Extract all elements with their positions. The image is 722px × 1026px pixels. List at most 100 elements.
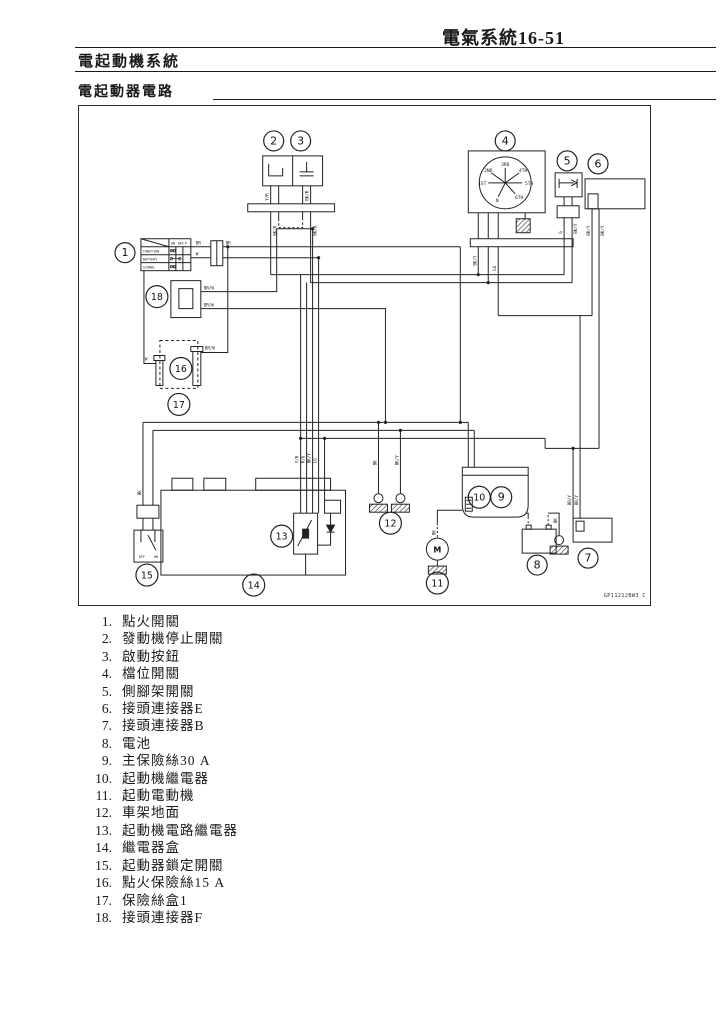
svg-text:16: 16 [175,364,187,375]
svg-text:7: 7 [585,552,592,565]
legend-item: 16.點火保險絲15 A [95,875,226,891]
svg-text:BATTERY: BATTERY [143,258,157,262]
svg-text:P: P [185,242,187,246]
svg-text:BK: BK [553,518,558,524]
legend-item: 11.起動電動機 [95,788,195,804]
svg-text:Y/R: Y/R [265,193,270,201]
side-stand-switch-box [554,172,583,198]
fuse-terminal [155,359,164,386]
ground-hatch [390,503,410,513]
legend-list: 1.點火開關 2.發動機停止開關 3.啟動按鈕 4.檔位開關 5.側腳架開關 6… [85,613,238,926]
relay-component [324,499,342,514]
svg-text:Y/R: Y/R [295,455,300,463]
svg-text:3: 3 [297,134,304,147]
legend-item: 18.接頭連接器F [95,909,204,925]
svg-text:BR/W: BR/W [204,286,215,291]
ground-hatch [368,503,388,513]
callout-4: 4 [494,130,516,152]
svg-text:4: 4 [502,134,509,147]
svg-text:BK/Y: BK/Y [574,495,579,506]
callout-2: 2 [263,130,285,152]
legend-item: 10.起動機繼電器 [95,770,209,786]
svg-text:R/G: R/G [301,455,306,463]
svg-text:BK/R: BK/R [305,190,310,201]
svg-text:ON: ON [171,242,175,246]
legend-item: 12.車架地面 [95,805,180,821]
svg-text:11: 11 [431,579,443,590]
svg-text:3RD: 3RD [501,162,510,168]
connector-block [556,205,580,219]
diagram-code: GP11212BW3 C [604,593,646,599]
ground-hatch [515,218,531,234]
page-header-title: 電氣系統16-51 [442,28,565,48]
legend-item: 15.起動器鎖定開關 [95,857,224,873]
callout-15: 15 [135,563,159,587]
svg-text:17: 17 [173,400,185,411]
svg-text:BK: BK [137,490,142,496]
legend-item: 17.保險絲盒1 [95,892,188,908]
legend-item: 5.側腳架開關 [101,683,195,699]
svg-text:LG: LG [492,265,497,271]
svg-text:2: 2 [270,134,277,147]
svg-text:1ST: 1ST [478,181,487,187]
callout-11: 11 [425,571,449,595]
svg-text:OFF: OFF [139,555,145,559]
ground-hatch [549,545,569,555]
header-rule [75,47,716,48]
battery [521,528,557,554]
svg-text:OFF: OFF [178,242,184,246]
callout-7: 7 [577,547,599,569]
svg-text:W: W [196,252,199,257]
svg-text:SIGNAL: SIGNAL [143,266,155,270]
callout-9: 9 [490,486,513,509]
fuse-terminal [192,351,202,386]
svg-text:G: G [558,231,563,234]
callout-8: 8 [526,554,548,576]
svg-text:ON: ON [154,555,158,559]
starter-relay-body [461,475,529,518]
diagram-frame: 1 2 3 4 5 6 7 8 9 10 11 12 13 14 15 16 1… [78,105,651,606]
callout-10: 10 [467,485,491,509]
relay-box [160,489,347,576]
svg-text:BK/Y: BK/Y [307,453,312,464]
callout-16: 16 [169,356,193,381]
svg-text:18: 18 [151,292,163,303]
callout-1: 1 [114,242,136,264]
gear-switch-labels: 3RD 2ND 4TH 1ST 5TH N 6TH [478,162,533,204]
svg-text:15: 15 [141,571,153,582]
svg-text:2ND: 2ND [484,168,493,174]
callout-12: 12 [378,511,403,535]
svg-text:BR/W: BR/W [205,346,216,351]
legend-item: 13.起動機電路繼電器 [95,822,238,838]
connector-f-box [170,280,202,319]
svg-text:BR: BR [226,241,232,246]
svg-text:BK/R: BK/R [273,225,278,236]
starter-lockout-switch-box [133,529,164,563]
callout-17: 17 [167,392,191,416]
callout-5: 5 [556,150,578,172]
svg-text:W: W [145,356,148,361]
legend-item: 9.主保險絲30 A [101,753,211,769]
svg-text:IGNITION: IGNITION [143,250,159,254]
svg-text:BK/Y: BK/Y [573,223,578,234]
section-title: 電起動機系統 [78,54,181,70]
svg-text:LG: LG [313,458,318,464]
section-rule [75,71,716,72]
legend-item: 6.接頭連接器E [101,701,204,717]
subsection-rule [213,99,716,100]
svg-text:BK/Y: BK/Y [600,225,605,236]
svg-text:BK/Y: BK/Y [472,255,477,266]
svg-text:10: 10 [473,493,485,504]
connector-block [136,504,160,519]
ground-hatch [427,565,447,575]
svg-text:1: 1 [121,246,128,259]
motor-label: M [433,546,441,555]
svg-text:BK: BK [431,530,436,536]
svg-text:13: 13 [276,532,288,543]
legend-item: 14.繼電器盒 [95,840,180,856]
svg-text:BK/Y: BK/Y [394,455,399,466]
fuse-box-1 [159,340,199,389]
svg-text:BR/W: BR/W [204,303,215,308]
callout-6: 6 [587,153,609,175]
